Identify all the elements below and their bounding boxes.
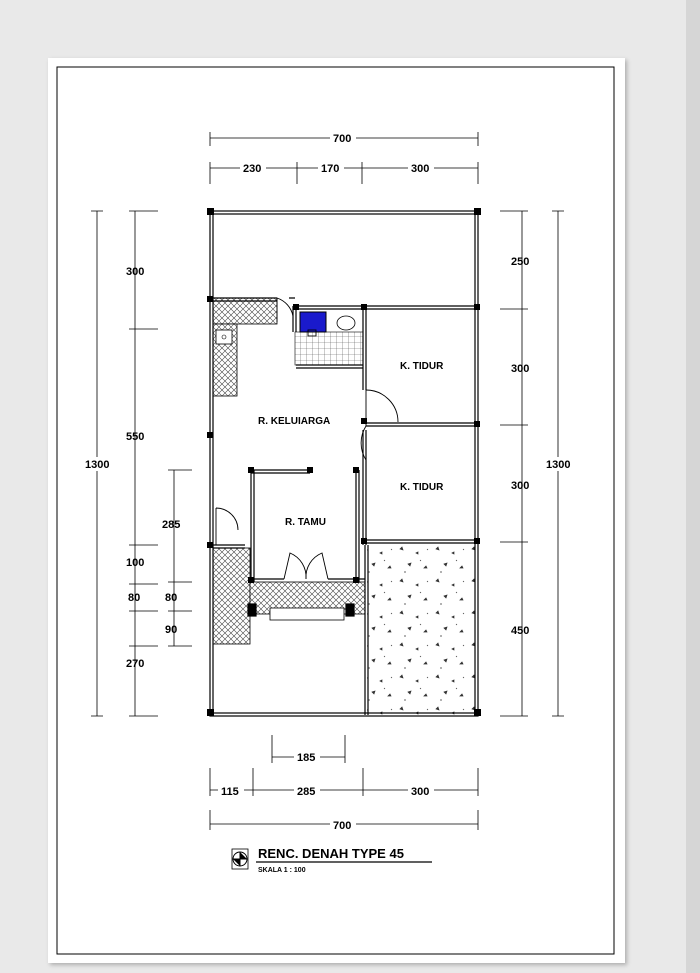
dim-left-g: 270 (126, 658, 144, 670)
room-label-bedroom-2: K. TIDUR (400, 482, 444, 493)
bathroom-floor (294, 331, 364, 366)
dim-left-b: 550 (126, 431, 144, 443)
walls (209, 210, 479, 717)
dim-left-a: 300 (126, 266, 144, 278)
dim-bottom-door: 185 (297, 752, 315, 764)
dim-right-a: 250 (511, 256, 529, 268)
dim-right-d: 450 (511, 625, 529, 637)
paper-page (48, 58, 625, 963)
dimension-labels: 700 230 170 300 300 550 285 100 80 80 90… (84, 130, 573, 832)
step (269, 607, 345, 621)
dim-bottom-b: 285 (297, 786, 315, 798)
dim-left-f: 90 (165, 624, 177, 636)
dim-right-c: 300 (511, 480, 529, 492)
doors (215, 297, 399, 580)
dim-right-total: 1300 (546, 459, 570, 471)
room-label-guest: R. TAMU (285, 517, 326, 528)
dim-right-b: 300 (511, 363, 529, 375)
dimension-lines (91, 132, 564, 830)
room-label-living: R. KELUIARGA (258, 416, 330, 427)
dim-bottom-a: 115 (221, 786, 239, 798)
page-frame (56, 66, 615, 955)
columns (207, 208, 481, 716)
dim-top-total: 700 (333, 133, 351, 145)
shower-tray (299, 311, 327, 333)
toilet (336, 315, 356, 331)
dim-bottom-c: 300 (411, 786, 429, 798)
title-block: RENC. DENAH TYPE 45 SKALA 1 : 100 (231, 846, 432, 874)
dim-bottom-total: 700 (333, 820, 351, 832)
dim-top-c: 300 (411, 163, 429, 175)
dim-left-e1: 80 (128, 592, 140, 604)
kitchen-counter-top (212, 297, 278, 325)
dim-left-c: 285 (162, 519, 180, 531)
terrace-floor-left (212, 547, 251, 645)
dim-top-a: 230 (243, 163, 261, 175)
sink (215, 329, 233, 345)
drawing-scale: SKALA 1 : 100 (258, 867, 306, 874)
dim-left-e2: 80 (165, 592, 177, 604)
scrollbar[interactable] (686, 0, 700, 973)
drawing-title: RENC. DENAH TYPE 45 (258, 846, 404, 861)
room-label-bedroom-1: K. TIDUR (400, 361, 444, 372)
sink-drain (221, 334, 227, 340)
dim-top-b: 170 (321, 163, 339, 175)
dim-left-d: 100 (126, 557, 144, 569)
garden (367, 543, 475, 715)
dim-left-total: 1300 (85, 459, 109, 471)
